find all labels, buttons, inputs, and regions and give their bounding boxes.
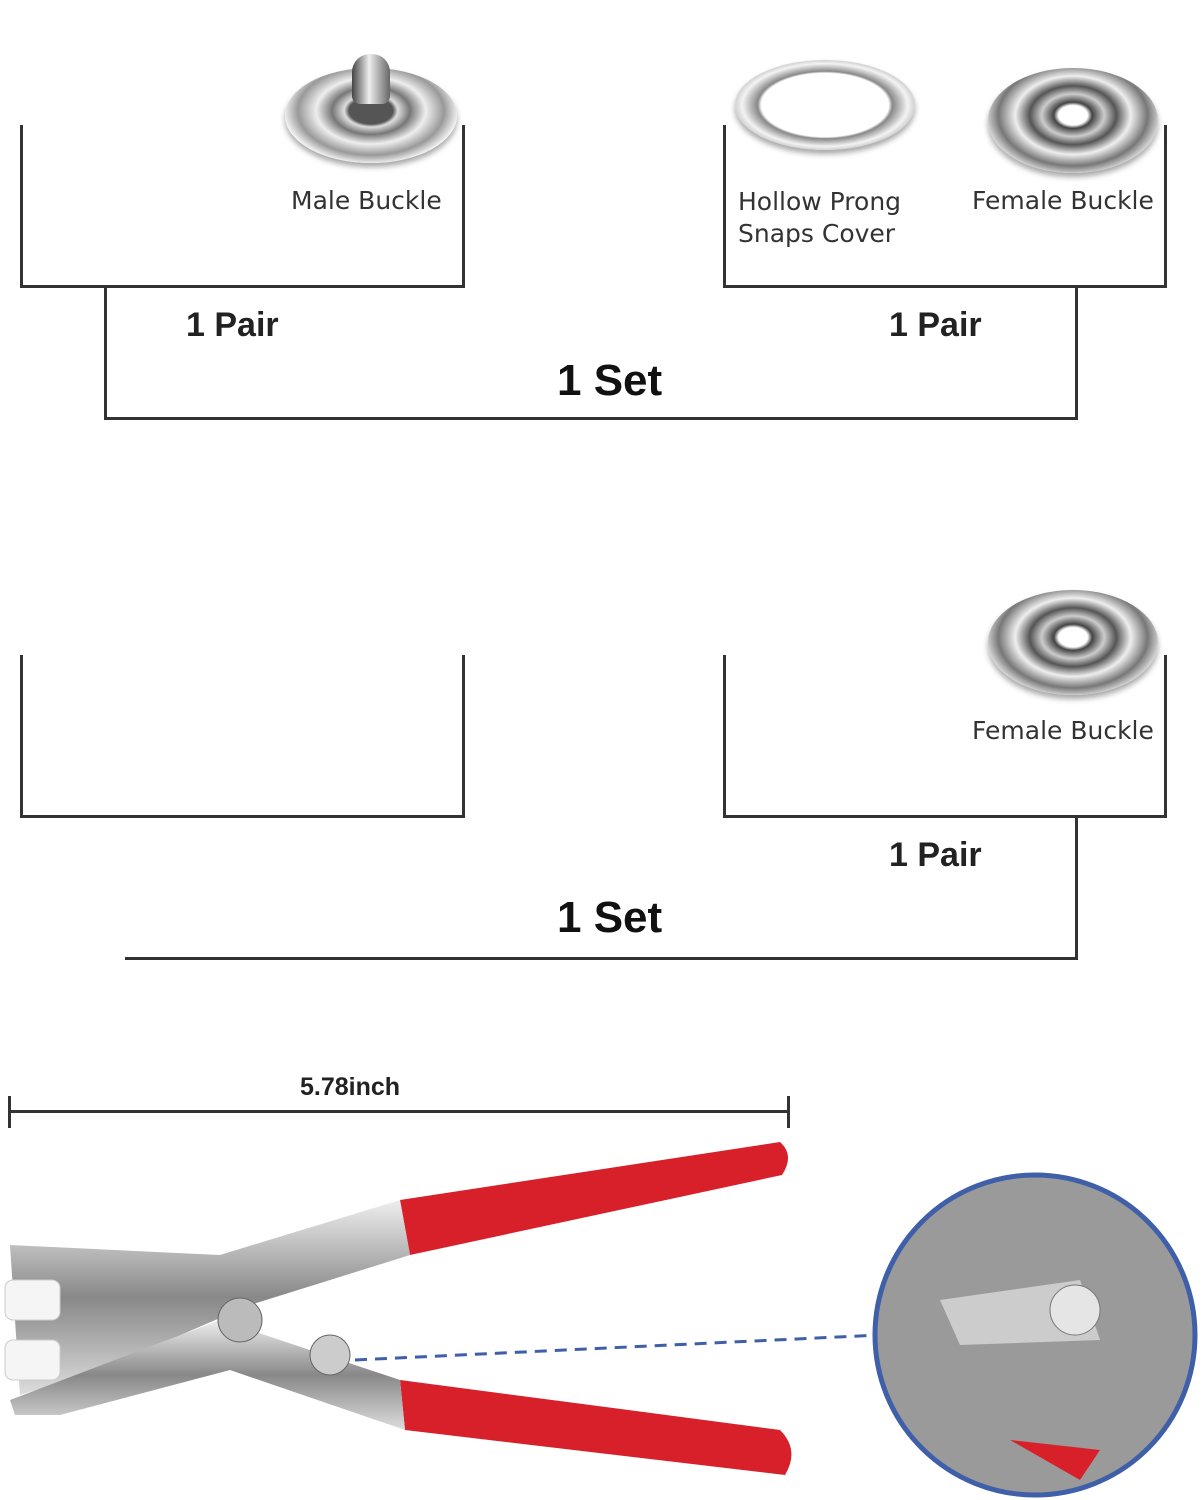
- set-label: 1 Set: [557, 356, 663, 405]
- bracket-line: [20, 285, 465, 288]
- female-buckle-image: [988, 68, 1158, 173]
- bracket-line: [723, 125, 726, 287]
- left-pair-label: 1 Pair: [186, 306, 279, 344]
- hollow-prong-label: Hollow Prong Snaps Cover: [738, 187, 902, 248]
- bracket-line: [104, 285, 107, 420]
- length-label: 5.78inch: [300, 1073, 401, 1101]
- bracket-line: [1075, 285, 1078, 420]
- bracket-line: [20, 655, 23, 817]
- bracket-line: [1075, 815, 1078, 960]
- bracket-line: [104, 417, 1078, 420]
- right-pair-label: 1 Pair: [889, 836, 982, 874]
- bracket-line: [462, 655, 465, 817]
- male-buckle-label: Male Buckle: [291, 186, 442, 215]
- bracket-line: [125, 957, 1078, 960]
- bracket-line: [1164, 125, 1167, 287]
- female-buckle-image: [988, 590, 1158, 695]
- bracket-line: [20, 815, 465, 818]
- hollow-prong-image: [735, 60, 915, 150]
- bracket-line: [723, 655, 726, 817]
- bracket-line: [723, 815, 1167, 818]
- measure-line: [8, 1110, 790, 1113]
- right-pair-label: 1 Pair: [889, 306, 982, 344]
- female-buckle-label: Female Buckle: [972, 186, 1154, 215]
- measure-tick: [787, 1096, 790, 1128]
- bracket-line: [1164, 655, 1167, 817]
- male-buckle-image: [285, 54, 457, 163]
- bracket-line: [723, 285, 1167, 288]
- female-buckle-label: Female Buckle: [972, 716, 1154, 745]
- snap-pliers-image: [4, 1142, 1198, 1498]
- set-label: 1 Set: [557, 893, 663, 942]
- bracket-line: [20, 125, 23, 287]
- bracket-line: [462, 125, 465, 287]
- measure-tick: [8, 1096, 11, 1128]
